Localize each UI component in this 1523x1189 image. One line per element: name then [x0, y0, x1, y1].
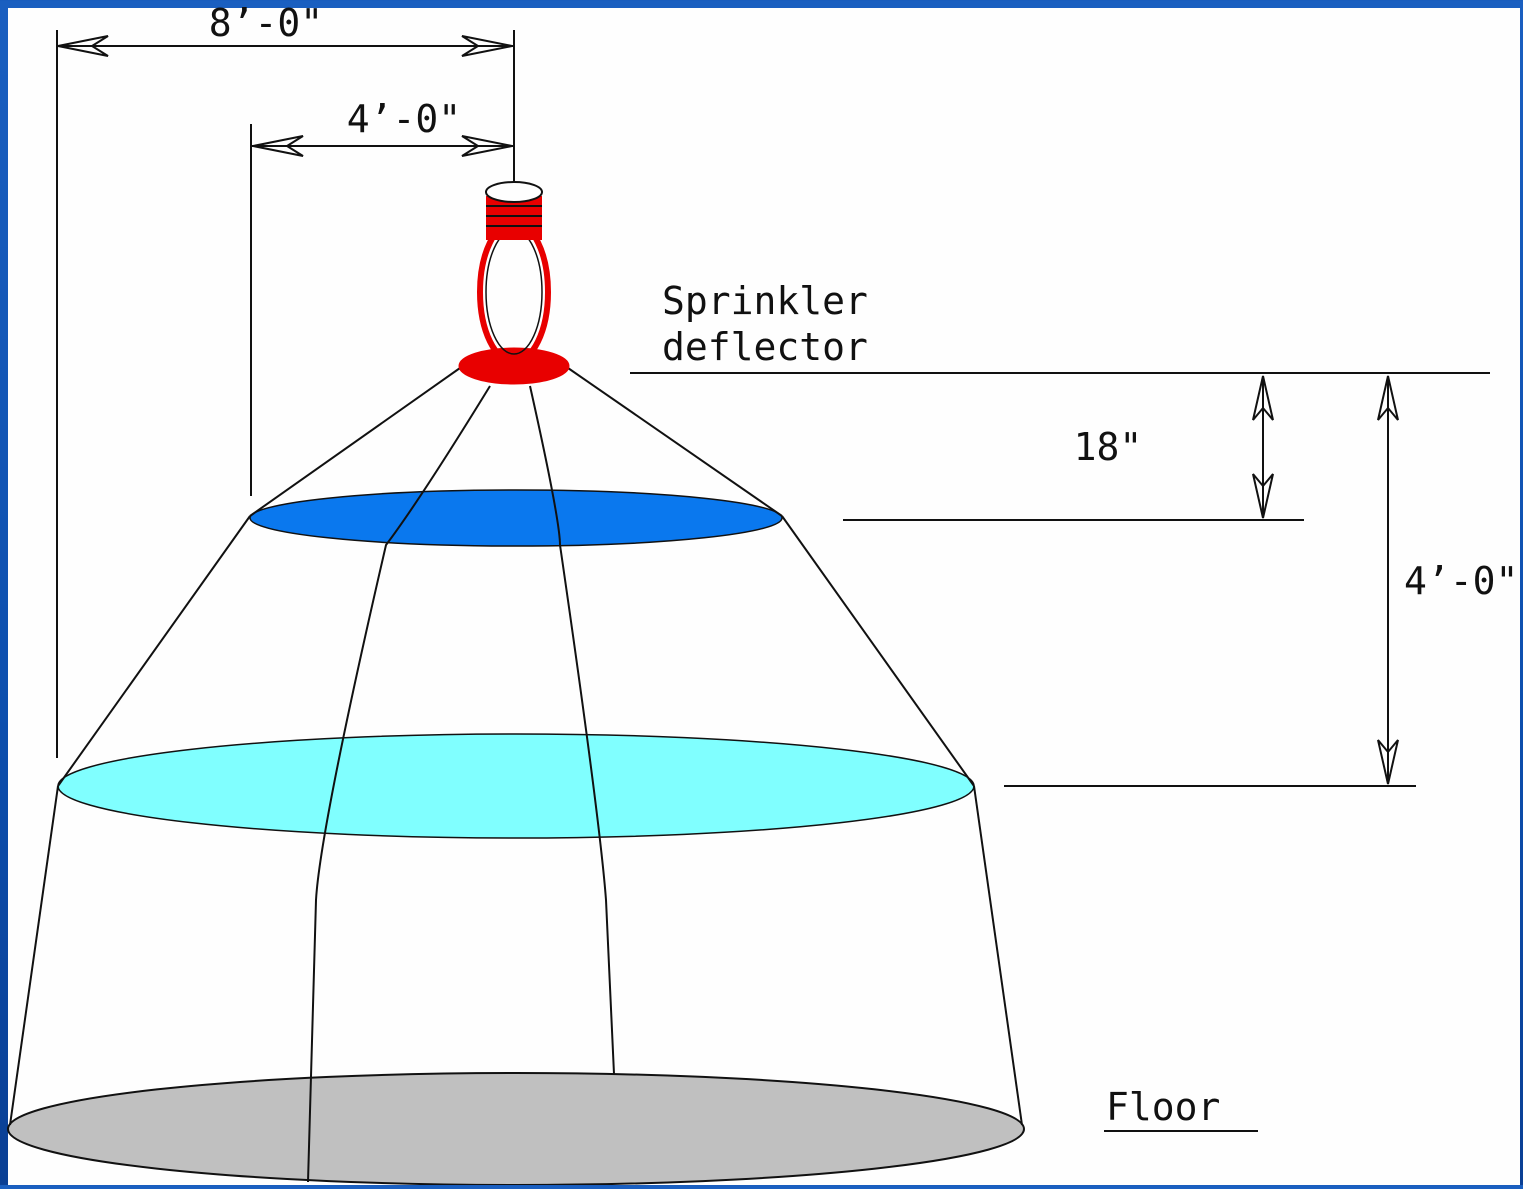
floor-disc — [7, 1072, 1025, 1186]
dim-4ft-width — [250, 124, 514, 496]
disc-4ft-level — [57, 733, 975, 839]
dim-18in-label: 18" — [1074, 425, 1143, 469]
deflector-label: deflector — [662, 325, 868, 369]
drawing-canvas — [8, 8, 1520, 1185]
dim-4ft-drop-label: 4’-0" — [1404, 559, 1518, 603]
dim-8ft-label: 8’-0" — [209, 1, 323, 45]
dim-4ft-width-label: 4’-0" — [347, 97, 461, 141]
floor-label: Floor — [1106, 1085, 1220, 1129]
dim-18in-drop — [843, 375, 1304, 521]
sprinkler-head — [458, 30, 570, 385]
dim-8ft-width — [56, 30, 514, 758]
dim-4ft-drop — [1004, 375, 1416, 787]
sprinkler-label: Sprinkler — [662, 279, 868, 323]
disc-18in-level — [249, 489, 783, 547]
spray-lines — [9, 367, 1023, 1183]
